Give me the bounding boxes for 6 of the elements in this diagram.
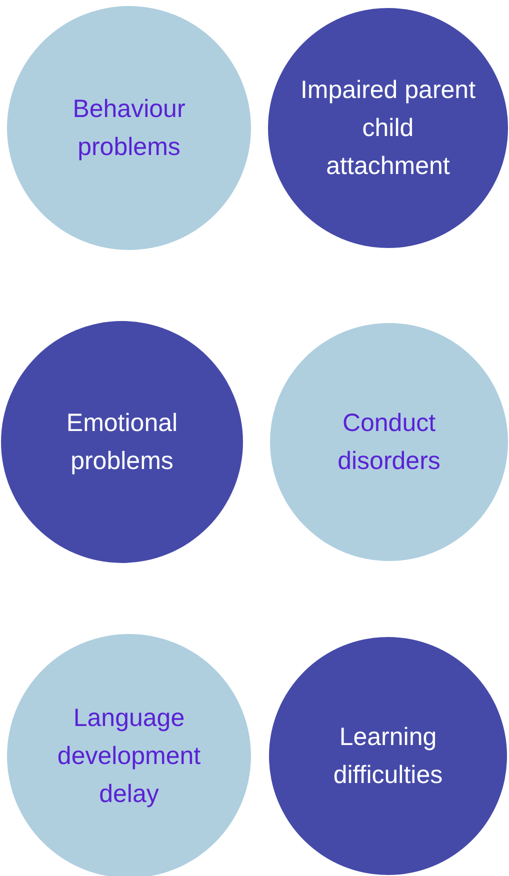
node-label: Learning difficulties (332, 722, 444, 791)
node-label: Conduct disorders (336, 408, 442, 477)
node-label: Behaviour problems (72, 94, 186, 163)
node-label: Impaired parent child attachment (299, 75, 477, 182)
node-label: Language development delay (56, 703, 202, 810)
node-label: Emotional problems (65, 408, 179, 477)
